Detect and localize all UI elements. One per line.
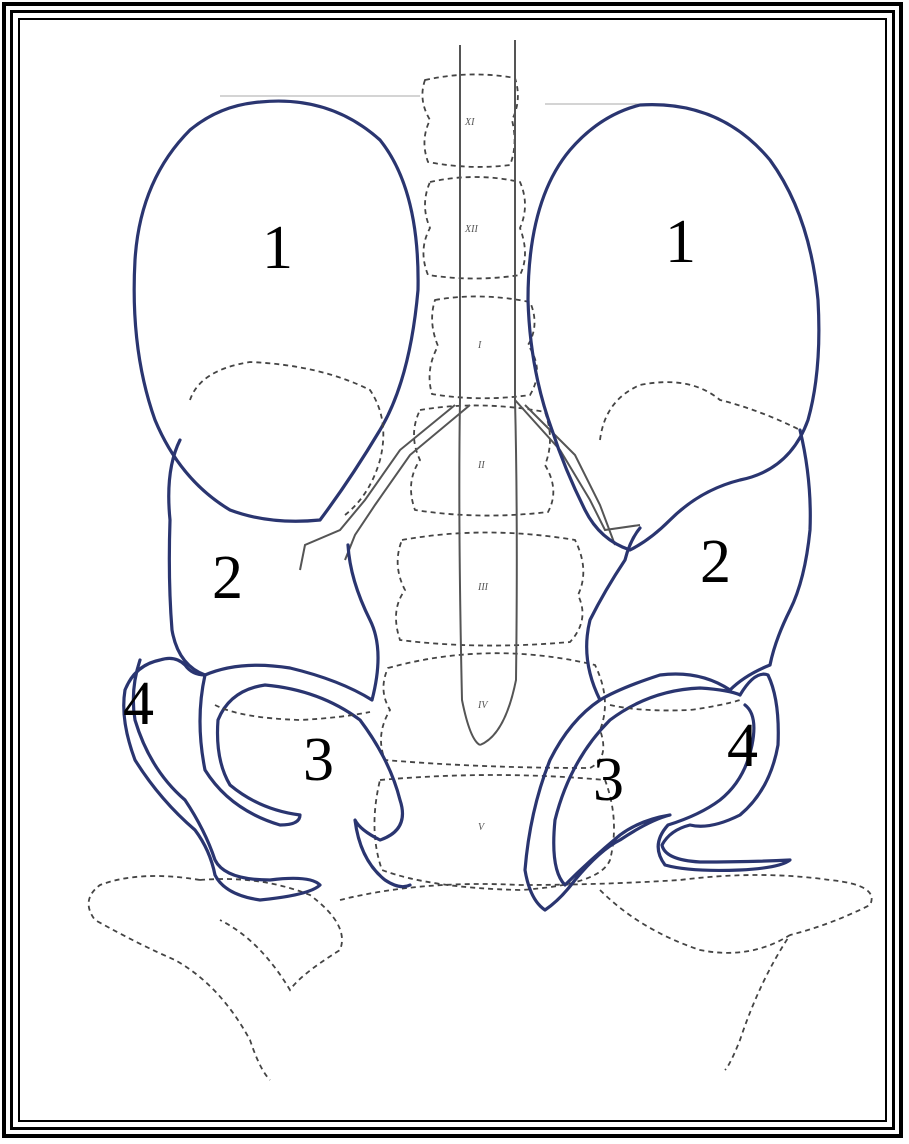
label-hook-right: 4	[727, 712, 758, 780]
pelvis-outline	[89, 876, 270, 1080]
vertebra-label: XI	[464, 117, 475, 128]
label-pelvic-left: 3	[303, 726, 334, 794]
label-lower-right: 2	[700, 528, 731, 596]
right-hook-outline	[658, 674, 790, 870]
pelvis-sacral-base	[340, 875, 872, 935]
label-kidney-left: 1	[262, 214, 293, 282]
pelvis-right-wing	[600, 890, 790, 1070]
vertebra-3	[430, 296, 537, 398]
vertebra-label: V	[478, 822, 486, 833]
renal-vessel-left	[300, 405, 470, 570]
vertebra-label: XII	[464, 224, 478, 235]
pelvis-left-wing	[200, 879, 342, 990]
spinal-cord-right	[480, 40, 517, 745]
right-overlap-dashed	[600, 382, 800, 440]
label-kidney-right: 1	[665, 208, 696, 276]
vertebra-label: IV	[477, 700, 489, 711]
label-lower-left: 2	[212, 544, 243, 612]
right-lower-outline	[587, 430, 811, 700]
right-kidney-outline	[528, 105, 819, 550]
left-lower-outline	[169, 440, 378, 700]
label-pelvic-right: 3	[593, 746, 624, 814]
vertebra-5	[396, 533, 583, 646]
vertebra-6	[381, 653, 605, 768]
vertebra-label: I	[477, 340, 482, 351]
vertebra-label: III	[477, 582, 489, 593]
renal-vessel-right	[515, 400, 640, 545]
label-hook-left: 4	[123, 670, 154, 738]
vertebral-column	[374, 74, 614, 890]
left-overlap-dashed	[190, 362, 383, 515]
left-kidney-outline	[134, 101, 418, 521]
vertebra-label: II	[477, 460, 485, 471]
right-pelvic-dashed	[610, 700, 740, 710]
spinal-cord-left	[459, 45, 480, 745]
